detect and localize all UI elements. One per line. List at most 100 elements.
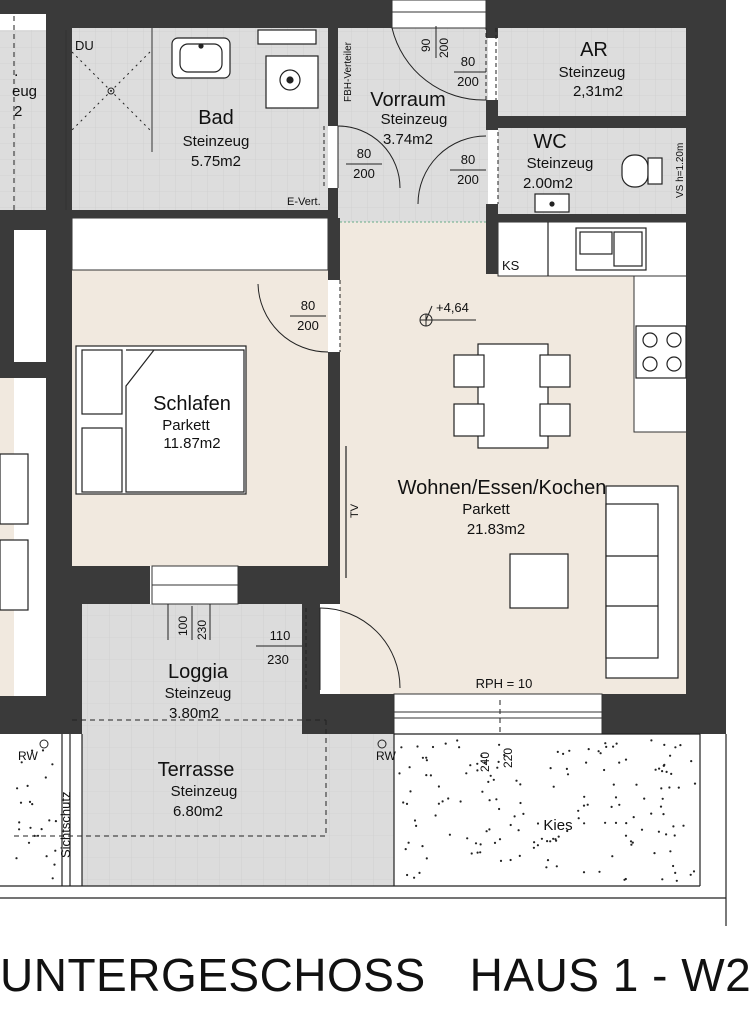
gravel-dot	[597, 750, 600, 753]
gravel-dot	[15, 857, 18, 860]
gravel-dot	[669, 850, 672, 853]
gravel-dot	[519, 801, 522, 805]
gravel-dot	[615, 742, 618, 745]
floor-title: UNTERGESCHOSS	[0, 949, 426, 1001]
gravel-dot	[26, 784, 29, 788]
gravel-dot	[554, 838, 557, 841]
gravel-dot	[479, 851, 482, 854]
floors	[0, 28, 689, 886]
gravel-dot	[552, 785, 555, 788]
gravel-dot	[654, 768, 657, 771]
schlafen-door-height: 200	[297, 318, 319, 333]
gravel-dot	[409, 790, 412, 793]
gravel-dot	[489, 774, 492, 777]
schlafen-door-width: 80	[301, 298, 315, 313]
gravel-dot	[425, 756, 428, 759]
gravel-dot	[653, 852, 656, 855]
wc-name: WC	[533, 131, 566, 153]
gravel-dot	[398, 772, 401, 775]
gravel-dot	[404, 848, 407, 851]
gravel-dot	[568, 749, 571, 752]
gravel-dot	[675, 879, 678, 882]
neighbour-floor	[0, 30, 46, 210]
schlafen-name: Schlafen	[153, 393, 231, 415]
gravel-dot	[465, 772, 468, 775]
gravel-dot	[51, 763, 54, 766]
gravel-dot	[518, 854, 521, 858]
gravel-dot	[618, 761, 621, 764]
loggia-name: Loggia	[168, 661, 229, 683]
gravel-dot	[604, 821, 607, 824]
loggia-material: Steinzeug	[165, 685, 232, 702]
gravel-dot	[618, 803, 621, 806]
chair	[539, 403, 571, 437]
gravel-dot	[612, 783, 615, 786]
gravel-dot	[469, 764, 472, 767]
gravel-dot	[28, 800, 32, 804]
bad-door-width: 80	[357, 146, 371, 161]
dining-table	[477, 343, 549, 449]
gravel-dot	[402, 801, 405, 804]
symbols	[39, 51, 476, 749]
gravel-dot	[549, 767, 552, 770]
gravel-dot	[498, 807, 501, 811]
gravel-dot	[488, 828, 491, 831]
gravel-dot	[16, 787, 19, 790]
schlafen-material: Parkett	[162, 417, 210, 434]
gravel-dot	[611, 855, 614, 858]
gravel-dot	[668, 786, 671, 789]
loggia-window-width: 100	[176, 616, 190, 636]
gravel-dot	[498, 838, 502, 841]
gravel-dots	[15, 739, 697, 882]
gravel-dot	[30, 749, 34, 752]
gravel-dot	[18, 828, 21, 831]
gravel-dot	[599, 752, 602, 755]
gravel-dot	[509, 858, 512, 862]
gravel-dot	[480, 754, 483, 757]
plan-title: UNTERGESCHOSS HAUS 1 - W2	[0, 948, 753, 1002]
gravel-dot	[405, 802, 409, 806]
gravel-dot	[643, 797, 646, 800]
gravel-dot	[540, 837, 544, 840]
gravel-dot	[693, 782, 697, 785]
gravel-dot	[487, 780, 490, 784]
gravel-dot	[493, 841, 497, 845]
gravel-dot	[476, 762, 479, 765]
gravel-dot	[614, 821, 618, 825]
gravel-dot	[624, 834, 628, 837]
gravel-dot	[503, 753, 506, 757]
schlafen-closet	[71, 217, 329, 271]
doors	[167, 27, 499, 690]
gravel-dot	[495, 798, 498, 801]
gravel-dot	[662, 813, 665, 816]
level-label: +4,64	[436, 300, 469, 315]
gravel-dot	[407, 841, 410, 844]
gravel-dot	[625, 822, 628, 825]
gravel-dot	[425, 774, 428, 777]
gravel-dot	[630, 843, 633, 846]
gravel-dot	[679, 744, 682, 747]
du-label: DU	[75, 38, 94, 53]
gravel-dot	[497, 760, 500, 764]
gravel-dot	[682, 824, 685, 827]
gravel-dot	[555, 865, 558, 868]
gravel-dot	[632, 816, 635, 819]
gravel-dot	[513, 815, 516, 818]
rw-left-icon	[39, 739, 49, 749]
gravel-dot	[479, 843, 482, 846]
terrace-borders	[0, 733, 727, 926]
gravel-dot	[483, 761, 486, 764]
gravel-dot	[582, 804, 586, 807]
walls	[0, 0, 726, 734]
unit-title: HAUS 1 - W2	[469, 949, 752, 1001]
gravel-dot	[689, 873, 692, 876]
gravel-dot	[657, 830, 661, 833]
gravel-dot	[603, 768, 606, 772]
fixtures	[0, 29, 687, 679]
gravel-dot	[577, 809, 580, 812]
gravel-dot	[44, 776, 47, 779]
gravel-dot	[661, 797, 664, 800]
gravel-dot	[624, 758, 628, 761]
gravel-dot	[635, 783, 638, 786]
fbh-label: FBH-Verteiler	[343, 41, 354, 102]
